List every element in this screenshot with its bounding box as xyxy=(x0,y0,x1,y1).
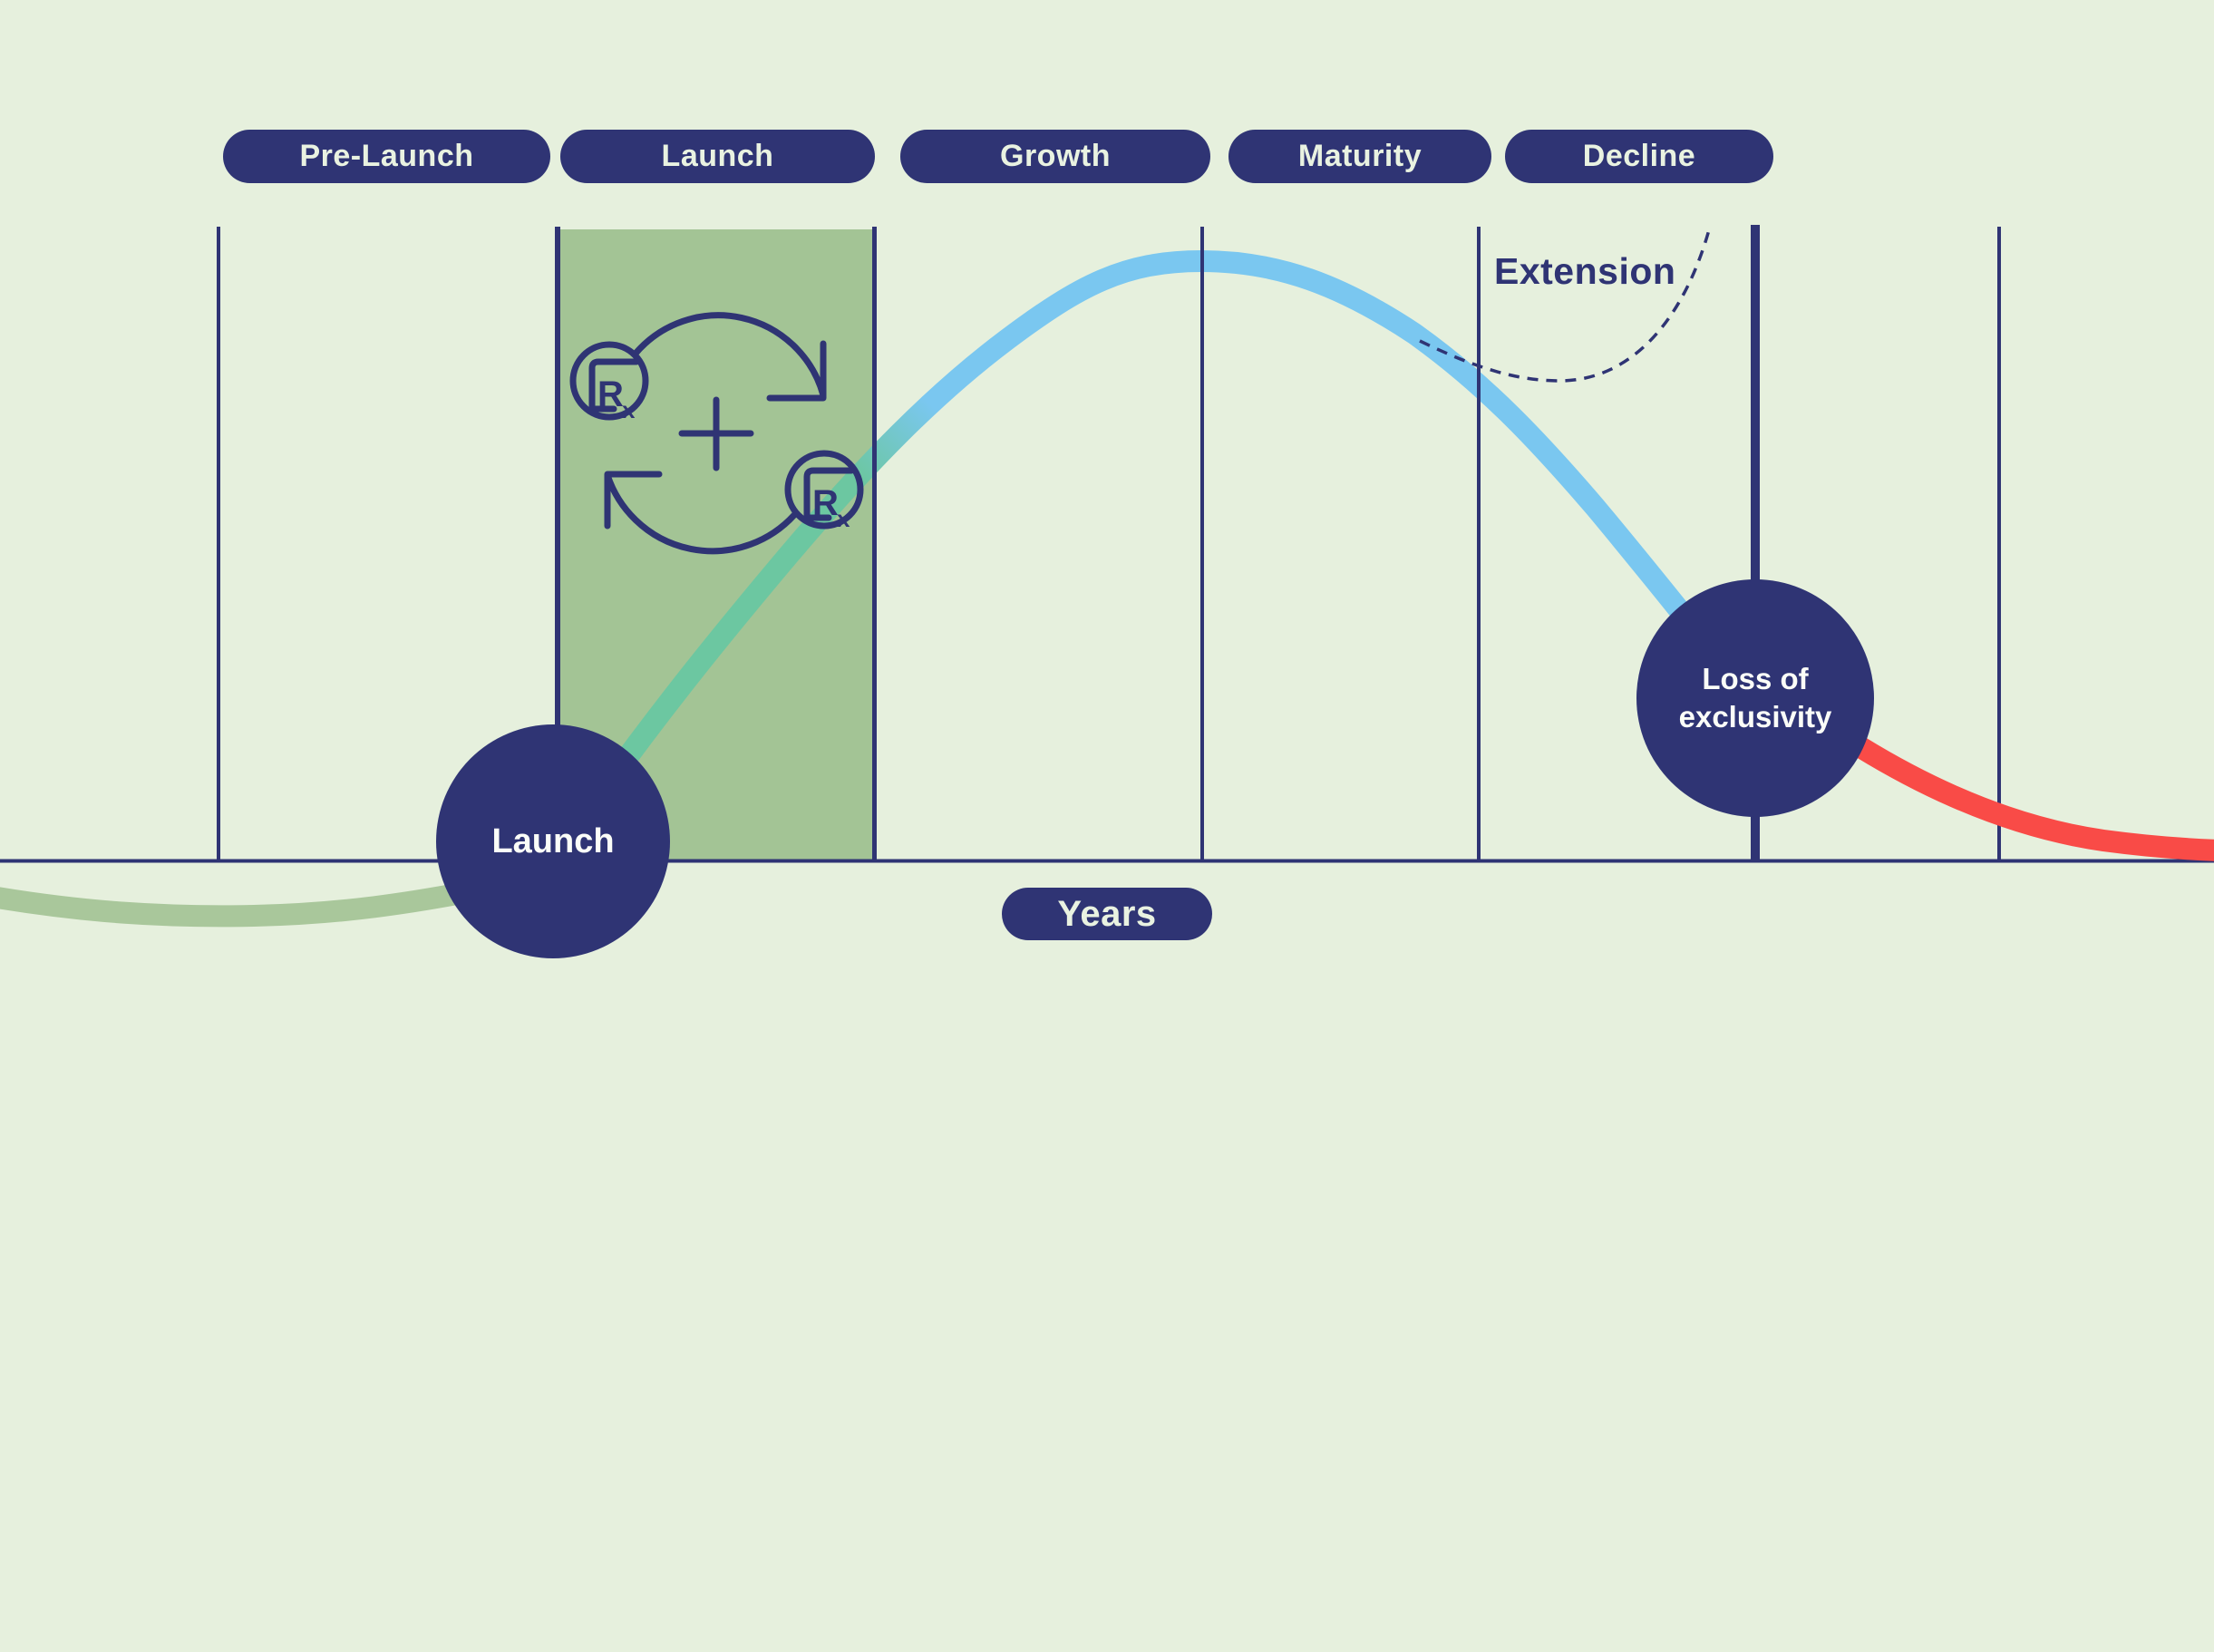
extension-curve xyxy=(1419,226,1712,383)
loe-decline-curve xyxy=(1854,737,2214,861)
cycle-arrow-top-icon xyxy=(631,312,827,399)
cycle-arrow-top-head-icon xyxy=(766,340,827,402)
rx-badge-icon: R x xyxy=(784,450,864,532)
lifecycle-main-curve xyxy=(594,249,1712,798)
phase-pill-label: Decline xyxy=(1582,139,1696,173)
loss-of-exclusivity-node: Loss of exclusivity xyxy=(1636,579,1874,817)
rx-badge-icon: R x xyxy=(569,341,649,423)
phase-gridlines xyxy=(0,225,2214,863)
phase-pill-pre-launch: Pre-Launch xyxy=(223,130,550,183)
phase-pill-label: Growth xyxy=(1000,139,1111,173)
phase-pill-decline: Decline xyxy=(1505,130,1773,183)
axis-label: Years xyxy=(1057,893,1157,934)
extension-label: Extension xyxy=(1494,250,1676,292)
loe-node-label-line2: exclusivity xyxy=(1678,700,1832,734)
cycle-arrow-bottom-icon xyxy=(604,471,798,555)
phase-pill-label: Pre-Launch xyxy=(299,139,474,173)
phase-pill-maturity: Maturity xyxy=(1228,130,1491,183)
axis-label-pill: Years xyxy=(1002,888,1212,940)
svg-text:R: R xyxy=(812,483,839,523)
svg-text:x: x xyxy=(837,505,850,532)
rx-refresh-cycle-icon: R x R x xyxy=(569,312,864,555)
svg-text:R: R xyxy=(597,374,624,414)
launch-node: Launch xyxy=(436,724,670,958)
prelaunch-curve xyxy=(0,873,510,928)
phase-pill-growth: Growth xyxy=(900,130,1210,183)
launch-node-label: Launch xyxy=(491,821,615,860)
plus-icon xyxy=(678,396,754,471)
phase-pill-label: Maturity xyxy=(1297,139,1423,173)
svg-text:x: x xyxy=(622,396,636,423)
phase-pill-launch: Launch xyxy=(560,130,875,183)
cycle-arrow-bottom-head-icon xyxy=(604,471,663,530)
phase-pill-label: Launch xyxy=(661,139,774,173)
loe-node-label-line1: Loss of xyxy=(1702,662,1809,696)
